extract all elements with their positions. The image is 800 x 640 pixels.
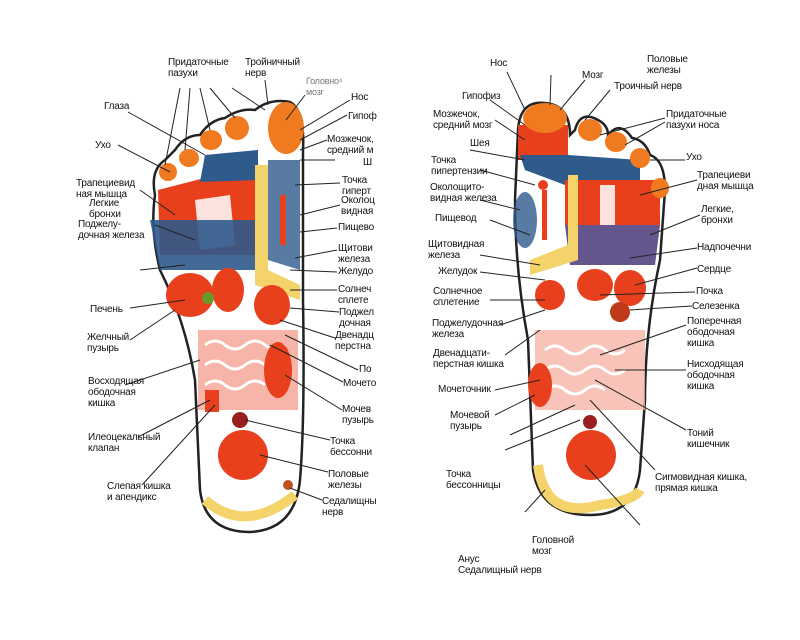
label-left-esophagus: Пищево <box>338 222 375 233</box>
label-left-thyroid: Щитови железа <box>338 243 373 265</box>
right-blue-band <box>565 225 660 265</box>
label-left-genitals: Половые железы <box>328 469 369 491</box>
label-right-small-intestine: Тоний кишечник <box>687 428 730 450</box>
label-right-esophagus: Пищевод <box>435 213 477 224</box>
label-right-brain: Мозг <box>582 70 604 81</box>
label-left-brain: Головно⁴ мозг <box>306 76 343 97</box>
left-foot <box>150 99 305 534</box>
label-left-stomach: Желудо <box>338 266 374 277</box>
label-right-parathyroid: Околощито- видная железа <box>430 182 497 204</box>
label-left-sciatic: Седалищны нерв <box>322 496 377 518</box>
label-right-head-brain: Головной мозг <box>532 535 574 557</box>
label-left-ear: Ухо <box>95 140 111 151</box>
label-left-sinuses: Придаточные пазухи <box>168 57 229 79</box>
right-bigtoe-red <box>518 125 568 160</box>
label-right-duodenum: Двенадцати- перстная кишка <box>433 348 504 370</box>
label-right-pancreas: Поджелудочная железа <box>432 318 504 340</box>
label-right-insomnia: Точка бессонницы <box>446 469 501 491</box>
label-right-heart: Сердце <box>697 264 731 275</box>
label-right-adrenal: Надпочечни <box>697 242 752 253</box>
label-right-anus-sciatic: Анус Седалищный нерв <box>458 554 542 576</box>
right-foot <box>513 101 669 517</box>
label-left-appendix: Слепая кишка и апендикс <box>107 481 171 503</box>
label-left-ureter: Мочето <box>343 378 377 389</box>
label-left-trapezius: Трапециевид ная мышца <box>76 178 136 200</box>
label-left-trigeminal: Тройничный нерв <box>245 57 300 79</box>
label-right-stomach: Желудок <box>438 266 478 277</box>
label-right-pituitary: Гипофиз <box>462 91 501 102</box>
label-right-cerebellum: Мозжечок, средний мозг <box>433 109 493 131</box>
label-right-descending-colon: Нисходящая ободочная кишка <box>687 359 744 392</box>
right-spine-yellow <box>530 175 578 275</box>
label-left-neck: Ш <box>363 157 372 168</box>
label-left-solar-plexus: Солнеч сплете <box>338 284 372 306</box>
label-left-nose: Нос <box>351 92 369 103</box>
left-blue-band <box>150 220 255 270</box>
label-right-trigeminal: Троичный нерв <box>614 81 682 92</box>
label-left-eyes: Глаза <box>104 101 130 112</box>
label-left-lungs: Легкие бронхи <box>89 198 121 220</box>
label-right-ear: Ухо <box>686 152 702 163</box>
leader-lines <box>117 71 701 526</box>
label-left-pancreas-r: Поджел дочная <box>339 307 374 329</box>
label-right-sigmoid: Сиrмовидная кишка, прямая кишка <box>655 472 747 494</box>
label-left-pituitary: Гипоф <box>348 111 377 122</box>
label-right-thyroid: Щитовидная железа <box>428 239 485 261</box>
label-right-sinuses: Придаточные пазухи носа <box>666 109 727 131</box>
label-left-duodenum: Двенадц перстна <box>335 330 374 352</box>
label-right-bladder: Мочевой пузырь <box>450 410 490 432</box>
label-left-liver: Печень <box>90 304 123 315</box>
left-spine-yellow <box>255 165 300 300</box>
label-right-kidney: Почка <box>696 286 723 297</box>
label-left-bladder: Мочев пузырь <box>342 404 374 426</box>
label-left-parathyroid: Околоц видная <box>341 195 375 217</box>
label-right-hypertension: Точка пипертензии <box>431 155 488 177</box>
label-right-trapezius: Трапециеви дная мышца <box>697 170 754 192</box>
label-left-kidney: По <box>359 364 372 375</box>
label-right-neck: Шея <box>470 138 490 149</box>
label-left-cerebellum: Мозжечок, средний м <box>327 134 374 156</box>
label-right-ureter: Мочеточник <box>438 384 491 395</box>
right-blue-band-top <box>520 155 640 185</box>
label-left-hypertension: Точка гиперт <box>342 175 371 197</box>
label-left-pancreas: Поджелу- дочная железа <box>78 219 145 241</box>
left-eye-band <box>200 150 258 182</box>
label-right-transverse-colon: Поперечная ободочная кишка <box>687 316 742 349</box>
label-right-spleen: Селезенка <box>692 301 740 312</box>
label-left-ileocecal: Илеоцекальный клапан <box>88 432 161 454</box>
label-right-lungs: Легкие, бронхи <box>701 204 734 226</box>
label-right-genitals: Половые железы <box>647 54 688 76</box>
label-right-nose: Нос <box>490 58 508 69</box>
label-left-ascending-colon: Восходящая ободочная кишка <box>88 376 144 409</box>
label-left-gallbladder: Желчный пузырь <box>87 332 130 354</box>
label-left-insomnia: Точка бессонни <box>330 436 372 458</box>
label-right-solar-plexus: Солнечное сплетение <box>433 286 483 308</box>
